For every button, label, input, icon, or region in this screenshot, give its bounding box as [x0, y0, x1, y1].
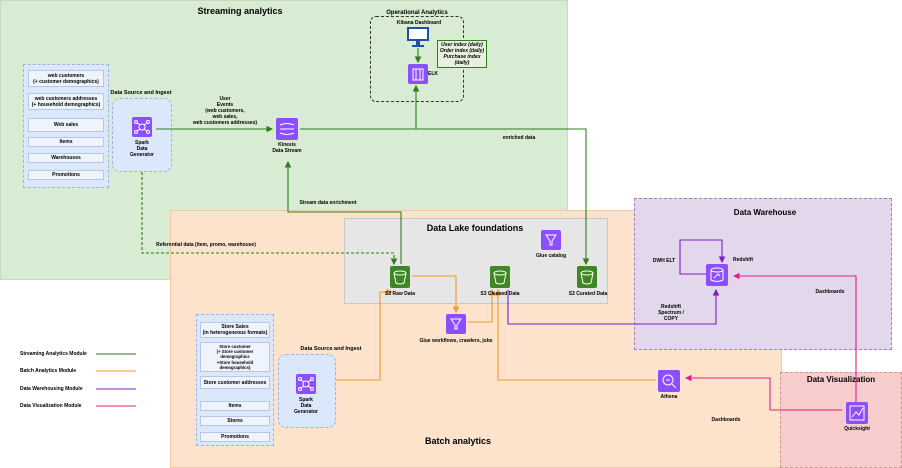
legend-visualization: Data Visualization Module [20, 403, 82, 409]
spark-generator-top-label: Spark Data Generator [130, 140, 154, 158]
s3-curated-bucket-icon [577, 266, 597, 288]
edge-label-referential: Referential data (item, promo, warehouse… [156, 242, 256, 248]
edge-label-spectrum: Redshift Spectrum / COPY [658, 304, 684, 322]
s3-cleaned-label: S3 Cleaned Data [480, 291, 520, 297]
source-bottom-item-store-sales: Store Sales (in heterogeneous formats) [200, 322, 270, 338]
edge-athena-to-cleaned [494, 288, 656, 381]
edge-label-dashboards-1: Dashboards [815, 289, 845, 295]
source-top-item-promotions: Promotions [28, 170, 104, 180]
quicksight-icon [846, 402, 868, 424]
edge-label-user-events: User Events (web customers, web sales, w… [192, 96, 258, 126]
kibana-label: Kibana Dashboard [396, 20, 442, 26]
data-lake-title: Data Lake foundations [426, 223, 524, 233]
source-top-item-web-customers: web customers (+ customer demographics) [28, 70, 104, 87]
kibana-monitor-icon [406, 26, 430, 48]
s3-curated-label: S3 Curated Data [568, 291, 608, 297]
batch-title: Batch analytics [424, 436, 492, 446]
source-top-item-web-customer-addresses: web customers addresses (+ household dem… [28, 93, 104, 110]
s3-cleaned-bucket-icon [490, 266, 510, 288]
glue-workflows-label: Glue workflows, crawlers, jobs [419, 338, 493, 344]
legend-streaming: Streaming Analytics Module [20, 351, 87, 357]
source-top-item-items: Items [28, 137, 104, 147]
edge-label-stream-enrichment: Stream data enrichment [299, 200, 357, 206]
redshift-label: Redshift [733, 257, 753, 263]
data-warehouse-region [634, 198, 892, 350]
s3-raw-bucket-icon [390, 266, 410, 288]
data-warehouse-title: Data Warehouse [733, 208, 797, 217]
elk-icon [408, 64, 428, 84]
source-bottom-title: Data Source and Ingest [300, 346, 362, 352]
edge-raw-to-glue [412, 275, 460, 314]
edge-raw-to-kinesis [284, 160, 402, 264]
kinesis-icon [276, 118, 298, 140]
source-bottom-item-items: Items [200, 401, 270, 411]
quicksight-label: Quicksight [844, 426, 870, 432]
edge-glue-to-cleaned [468, 288, 496, 323]
edge-label-dwh-elt: DWH ELT [652, 258, 676, 264]
edge-referential [141, 172, 398, 266]
edge-label-enriched: enriched data [502, 135, 536, 141]
source-bottom-item-store-customer-addresses: Store customer addresses [200, 376, 270, 389]
source-bottom-item-promotions: Promotions [200, 432, 270, 442]
source-top-item-warehouses: Warehouses [28, 153, 104, 163]
edge-kinesis-to-curated [300, 128, 590, 266]
index-note: User index (daily) Order index (daily) P… [437, 40, 487, 68]
legend-warehouse: Data Warehousing Module [20, 386, 83, 392]
athena-label: Athena [660, 394, 678, 400]
edge-label-dashboards-2: Dashboards [711, 417, 741, 423]
glue-catalog-icon [541, 230, 561, 250]
source-bottom-item-stores: Stores [200, 416, 270, 426]
edge-cleaned-to-redshift [507, 288, 720, 325]
source-bottom-item-store-customer: Store customer (+ Store customer demogra… [200, 342, 270, 372]
operational-analytics-title: Operational Analytics [386, 10, 448, 16]
glue-catalog-label: Glue catalog [535, 253, 566, 259]
streaming-title: Streaming analytics [197, 6, 283, 16]
athena-icon [658, 370, 680, 392]
redshift-icon [706, 264, 728, 286]
edge-bottom-generator-to-raw [336, 288, 394, 381]
elk-label: ELK [428, 71, 438, 77]
data-visualization-title: Data Visualization [806, 375, 876, 384]
edge-quicksight-to-redshift [732, 272, 857, 402]
source-top-title: Data Source and Ingest [110, 90, 172, 96]
spark-generator-bottom-icon [296, 374, 316, 394]
spark-generator-bottom-label: Spark Data Generator [294, 397, 318, 415]
source-top-item-web-sales: Web sales [28, 118, 104, 132]
data-visualization-region [780, 372, 902, 468]
legend-batch: Batch Analytics Module [20, 368, 77, 374]
kinesis-label: Kinesis Data Stream [272, 142, 302, 154]
s3-raw-label: S3 Raw Data [384, 291, 415, 297]
edge-dwh-elt-loop [679, 239, 726, 275]
edge-quicksight-to-athena [684, 374, 842, 411]
glue-workflows-icon [446, 314, 466, 334]
spark-generator-top-icon [132, 117, 152, 137]
